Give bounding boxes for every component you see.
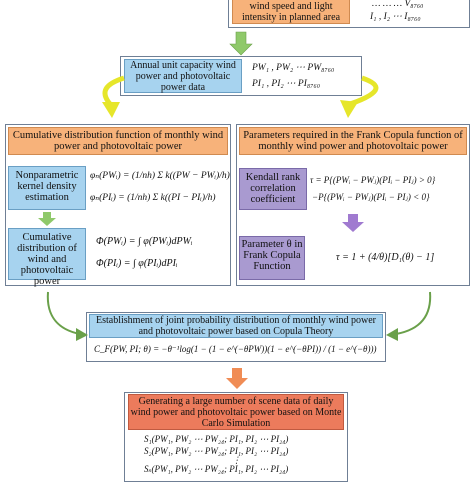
annual-data-eq1: PW₁ , PW₂ ⋯ PW₈₇₆₀ (252, 63, 335, 73)
mc-eq1: S₁(PW₁, PW₂ ⋯ PW₂₄; PI₁, PI₂ ⋯ PI₂₄) (144, 434, 289, 444)
mc-eq2: S₂(PW₁, PW₂ ⋯ PW₂₄; PI₁, PI₂ ⋯ PI₂₄) (144, 446, 289, 456)
arrow-right-to-joint-head (386, 328, 398, 341)
cdf-label-box (8, 228, 86, 280)
arrow-input-to-annual (229, 31, 253, 56)
kernel-label: Nonparametric kernel density estimation (15, 170, 79, 203)
input-data-eq1: … … … V₈₇₆₀ (372, 0, 424, 9)
annual-data-eq2: PI₁ , PI₂ ⋯ PI₈₇₆₀ (252, 79, 321, 89)
input-data-eq2: I₁ , I₂ ⋯ I₈₇₆₀ (370, 12, 421, 22)
joint-label: Establishment of joint probability distr… (96, 315, 376, 337)
mc-eq3: ⋮ (232, 455, 241, 465)
cdf-eq2: Φ(PIᵢ) = ∫ φ(PIᵢ)dPIᵢ (96, 258, 178, 269)
annual-data-label: Annual unit capacity wind power and phot… (130, 60, 236, 93)
kendall-eq1: τ = P{(PWᵢ − PWⱼ)(PIᵢ − PIⱼ) > 0} (310, 175, 436, 185)
mc-label-box (128, 394, 344, 430)
param-label: Parameter θ in Frank Copula Function (241, 239, 303, 272)
joint-eq: C_F(PW, PI; θ) = −θ⁻¹log(1 − (1 − e^(−θP… (94, 344, 377, 354)
arrow-annual-to-right-head (340, 100, 358, 118)
joint-label-box (89, 314, 383, 338)
cdf-eq1: Φ(PWᵢ) = ∫ φ(PWᵢ)dPWᵢ (96, 236, 193, 247)
left-header-box (8, 127, 228, 155)
kendall-label-box (239, 168, 307, 210)
left-header: Cumulative distribution function of mont… (12, 130, 224, 152)
input-data-label-box (232, 0, 350, 24)
kendall-eq2: −P{(PWᵢ − PWⱼ)(PIᵢ − PIⱼ) < 0} (312, 192, 430, 202)
kernel-eq1: φₙ(PWᵢ) = (1/nh) Σ k((PW − PWᵢ)/h) (90, 171, 230, 181)
mc-eq4: Sₛ(PW₁, PW₂ ⋯ PW₂₄; PI₁, PI₂ ⋯ PI₂₄) (144, 464, 289, 474)
input-data-label: wind speed and light intensity in planne… (241, 1, 341, 23)
mc-label: Generating a large number of scene data … (130, 396, 342, 429)
param-eq: τ = 1 + (4/θ)[D₁(θ) − 1] (336, 252, 435, 263)
arrow-left-to-joint (46, 291, 81, 335)
kendall-label: Kendall rank correlation coefficient (245, 172, 301, 205)
right-header: Parameters required in the Frank Copula … (243, 130, 463, 152)
param-label-box (239, 236, 305, 280)
arrow-annual-to-left-head (102, 102, 120, 118)
right-header-box (239, 127, 467, 155)
kernel-label-box (8, 166, 86, 210)
arrow-joint-to-mc (226, 368, 248, 389)
cdf-label: Cumulative distribution of wind and phot… (17, 232, 77, 287)
kernel-eq2: φₙ(PIᵢ) = (1/nh) Σ k((PI − PIᵢ)/h) (90, 193, 216, 203)
arrow-right-to-joint (395, 291, 432, 335)
